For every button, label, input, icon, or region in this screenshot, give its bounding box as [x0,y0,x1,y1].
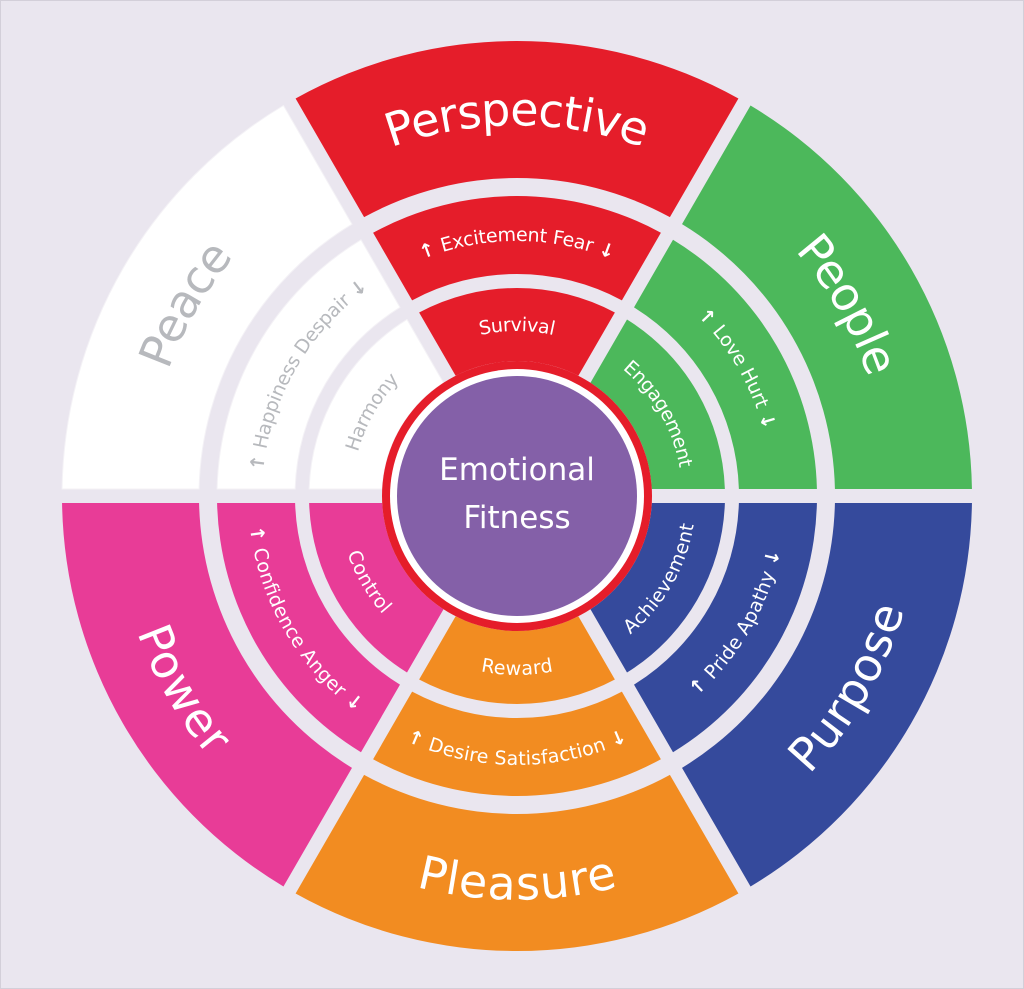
segment-perspective: Perspective↑ Excitement Fear ↓Survival [295,40,739,376]
perspective-outer-sector [295,40,739,218]
segment-people: People↑ Love Hurt ↓Engagement [590,105,972,490]
perspective-inner-sector [419,288,615,376]
segments-layer: Perspective↑ Excitement Fear ↓SurvivalPe… [61,40,972,952]
power-inner-sector [309,502,444,673]
center-hub: Emotional Fitness [382,361,652,631]
peace-outer-sector [61,104,353,490]
perspective-inner-text: Survival [477,313,557,339]
power-up-arrow-icon: ↑ [245,524,270,550]
pleasure-inner-sector [419,616,615,705]
segment-pleasure: Pleasure↑ Desire Satisfaction ↓Reward [295,616,739,952]
people-inner-sector [590,319,725,490]
pleasure-inner-label: Reward [480,654,554,680]
purpose-outer-sector [682,502,972,887]
perspective-middle-sector [373,196,661,301]
power-middle-sector [217,502,400,753]
power-outer-sector [62,502,352,887]
purpose-inner-sector [590,502,725,673]
peace-middle-sector [216,239,401,490]
people-outer-sector [682,105,972,490]
segment-purpose: Purpose↑ Pride Apathy ↓Achievement [590,502,972,887]
center-title-line2: Fitness [463,500,570,536]
pleasure-inner-text: Reward [480,654,554,680]
segment-peace: Peace↑ Happiness Despair ↓Harmony [61,104,445,490]
segment-power: Power↑ Confidence Anger ↓Control [62,502,444,887]
peace-up-arrow-icon: ↑ [246,446,271,472]
people-middle-sector [634,239,817,490]
center-circle [397,376,637,616]
perspective-inner-label: Survival [477,313,557,339]
center-title-line1: Emotional [439,452,595,488]
pleasure-outer-sector [295,774,739,952]
pleasure-middle-sector [373,691,661,796]
purpose-middle-sector [634,502,817,753]
